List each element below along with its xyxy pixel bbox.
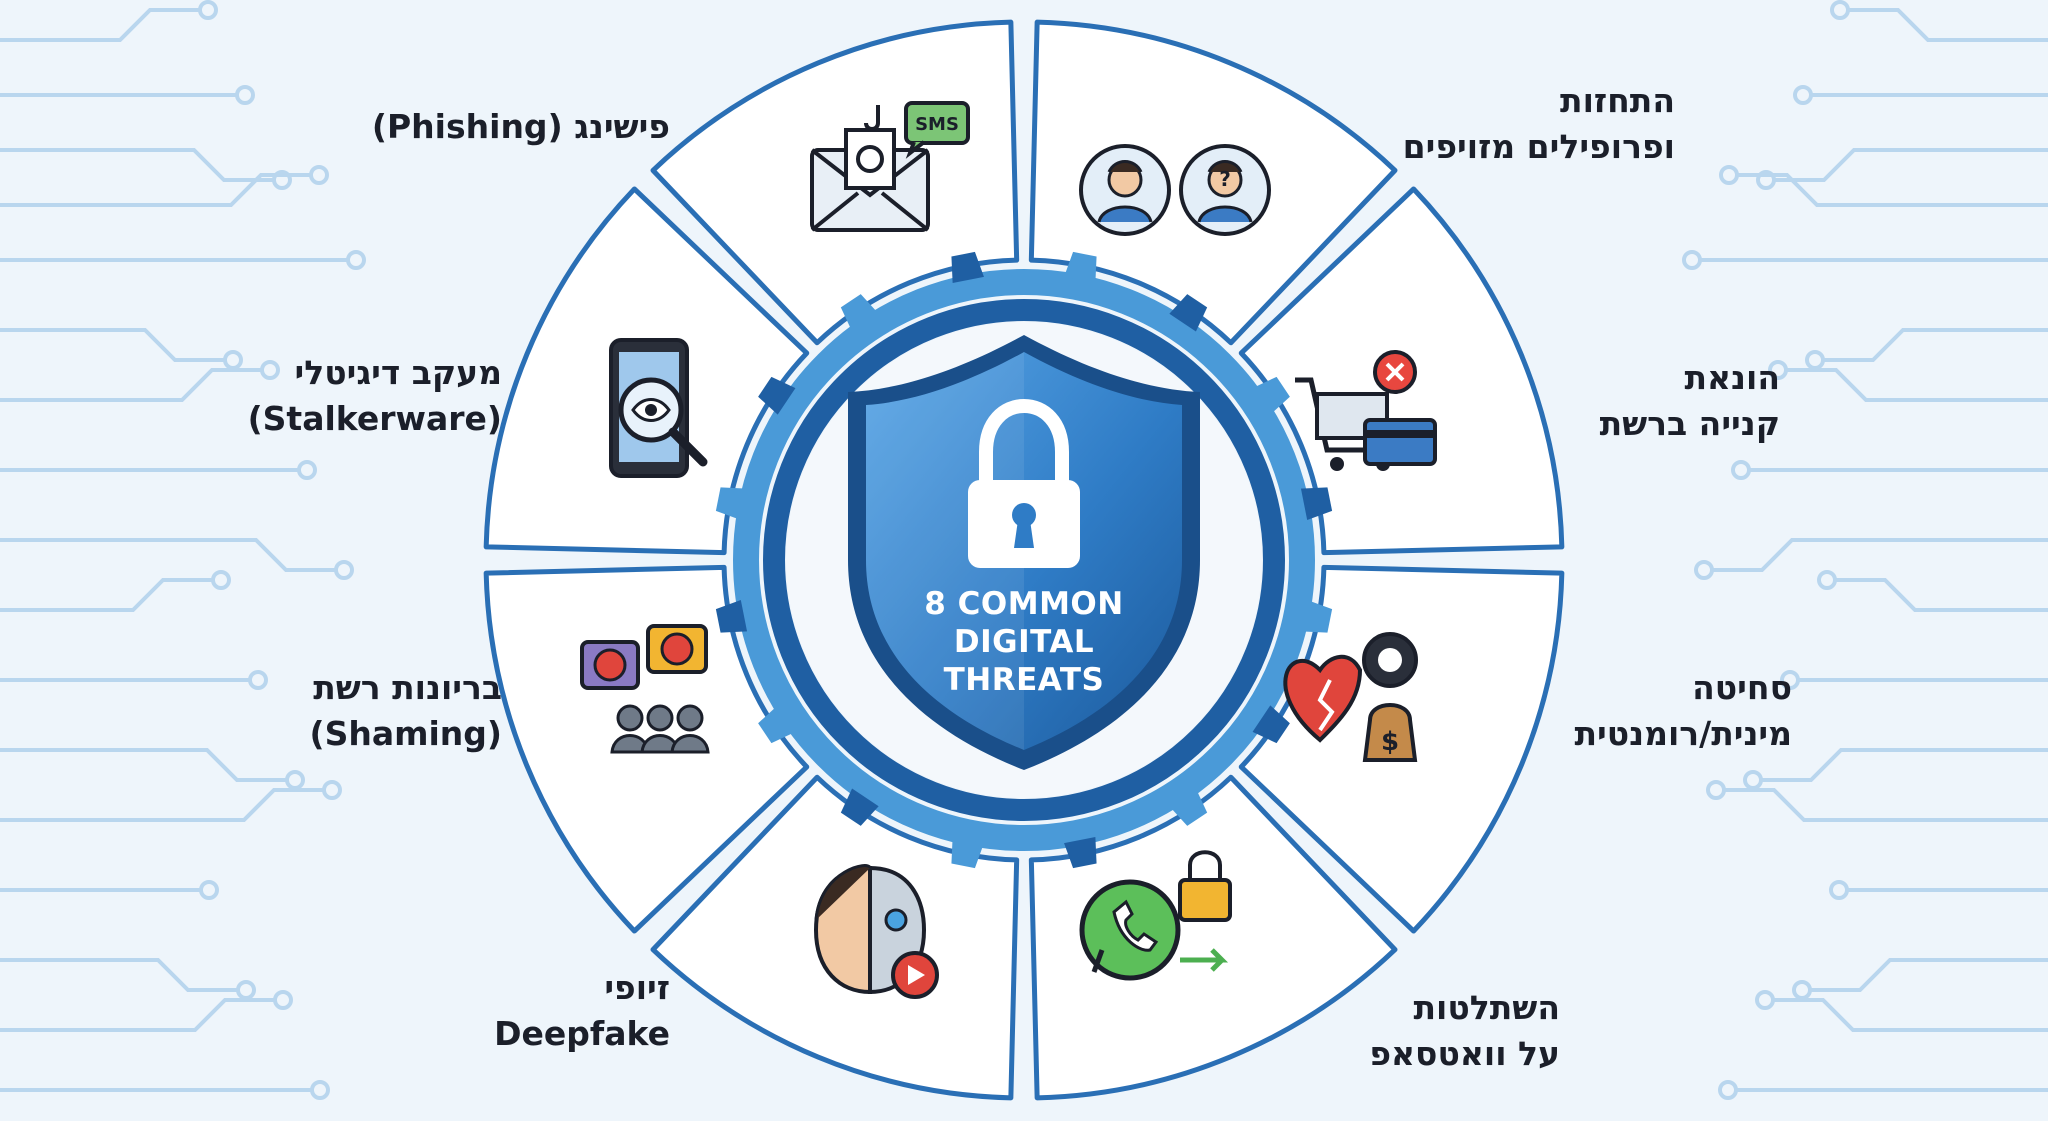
circuit-pattern-left [0,0,366,1100]
svg-text:?: ? [1219,167,1231,191]
label-line: פישינג (Phishing) [371,107,670,146]
angry-chat-people-icon [580,624,710,754]
label-deepfake: זיופי Deepfake [250,965,670,1057]
label-line: השתלטות [1413,988,1561,1027]
phone-eye-magnifier-icon [609,338,708,478]
threat-segment [1028,774,1398,1101]
label-impersonation: התחזות ופרופילים מזויפים [1255,78,1675,170]
label-whatsapp-takeover: השתלטות על וואטסאפ [1140,985,1560,1077]
label-line: התחזות [1560,81,1675,120]
center-title-line: DIGITAL [953,624,1095,660]
sms-badge-text: SMS [915,114,959,135]
broken-heart-money-icon: $ [1283,632,1418,762]
label-stalkerware: מעקב דיגיטלי (Stalkerware) [82,350,502,442]
label-line: קנייה ברשת [1599,404,1780,443]
label-line: (Stalkerware) [247,399,502,438]
label-sextortion: סחיטה מינית/רומנטית [1372,665,1792,757]
center-title: 8 COMMON DIGITAL THREATS [864,585,1184,699]
label-line: Deepfake [494,1014,670,1053]
label-phishing: פישינג (Phishing) [250,104,670,150]
center-title-line: THREATS [943,662,1105,698]
label-line: סחיטה [1692,668,1792,707]
envelope-hook-sms-icon: SMS [810,101,970,232]
label-line: הונאת [1684,358,1780,397]
whatsapp-lock-icon [1079,850,1232,981]
svg-text:$: $ [1381,727,1399,757]
label-line: מינית/רומנטית [1574,714,1792,753]
label-line: ופרופילים מזויפים [1402,127,1675,166]
fake-profiles-icon: ? [1079,144,1271,236]
label-line: על וואטסאפ [1369,1034,1560,1073]
padlock-icon [968,398,1080,568]
label-line: (Shaming) [309,714,502,753]
label-line: זיופי [604,968,670,1007]
shopping-cart-card-icon [1295,350,1437,471]
human-robot-face-icon [813,864,939,999]
label-shaming: בריונות רשת (Shaming) [82,665,502,757]
label-shopping-fraud: הונאת קנייה ברשת [1360,355,1780,447]
circuit-pattern-right [1682,0,2048,1100]
label-line: מעקב דיגיטלי [294,353,502,392]
label-line: בריונות רשת [313,668,502,707]
center-title-line: 8 COMMON [924,586,1124,622]
